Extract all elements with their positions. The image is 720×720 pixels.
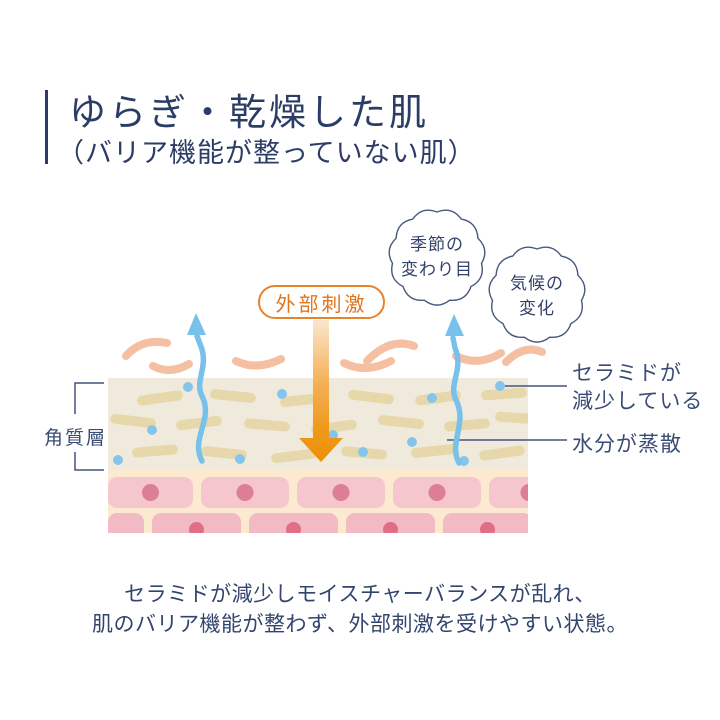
surface-flakes [122,337,546,374]
moisture-dot-icon [328,430,338,440]
surface-flake-icon [340,357,395,372]
bracket-bottom [74,452,104,471]
moisture-dot-icon [183,382,193,392]
ceramide-label-line: 減少している [572,388,704,413]
cell-nucleus [428,484,446,501]
ceramide-rod-icon [378,415,424,429]
caption-line: セラミドが減少しモイスチャーバランスが乱れ、 [124,582,596,606]
ceramide-rod-icon [110,413,156,429]
cell-nucleus [480,522,495,533]
surface-flake-icon [149,360,193,374]
ceramide-rod-icon [444,418,490,432]
cell-nucleus [142,484,159,501]
pointer-lines [447,381,567,441]
external-stimulus-label: 外部刺激 [275,293,368,316]
ceramide-rod-icon [271,448,317,464]
external-stimulus-badge: 外部刺激 [258,285,385,319]
bracket-top [74,382,104,414]
moisture-dot-icon [235,454,245,464]
skin-cells-row2 [108,513,528,533]
external-stimulus-arrow-icon [299,320,343,462]
caption-line: 肌のバリア機能が整わず、外部刺激を受けやすい状態。 [91,611,629,636]
cell-nucleus [236,484,254,501]
bubble-seasonal-change: 季節の 変わり目 [377,233,497,282]
title-accent-bar [45,90,48,164]
skin-cross-section [108,378,528,533]
bubble-line: 変化 [519,298,555,318]
page-title: ゆらぎ・乾燥した肌 [69,93,429,134]
ceramide-rod-icon [132,444,178,458]
moisture-evaporation-label: 水分が蒸散 [572,432,682,456]
skin-cell [489,477,528,508]
ceramide-rod-icon [348,389,394,405]
cell-nucleus [520,484,528,501]
stratum-corneum-label: 角質層 [44,428,108,449]
moisture-dot-icon [358,447,368,457]
surface-flake-icon [363,339,418,365]
ceramide-rod-icon [244,418,290,432]
surface-flake-icon [232,355,285,370]
bubble-line: 季節の [410,235,464,254]
ceramide-decrease-label: セラミドが 減少している [572,360,703,416]
moisture-evaporation-arrow-icon [450,335,463,466]
skin-cells-row1 [108,477,528,508]
ceramide-label-line: セラミドが [572,361,682,385]
scallop-bubble-icon-seasonal [388,209,486,306]
ceramide-rod-icon [137,390,183,406]
cell-nucleus [189,522,204,533]
ceramide-rod-icon [481,387,527,401]
ceramide-rod-icon [176,415,222,431]
ceramide-rod-icon [415,390,461,406]
evaporation-arrowhead-icon [445,314,464,336]
evaporation-arrows [194,333,463,466]
scallop-bubble-icon-climate [488,246,586,343]
moisture-dot-icon [427,393,437,403]
ceramide-anchor-dot [495,381,505,391]
surface-flake-icon [452,349,505,365]
ceramide-rod-icon [411,444,457,458]
trigger-bubbles [388,209,586,343]
surface-flake-icon [122,337,171,360]
moisture-dot-icon [113,455,123,465]
skin-cell [108,513,144,533]
moisture-evaporation-arrow-icon [194,333,209,464]
ceramide-rod-icon [201,446,247,460]
cell-nucleus [286,522,301,533]
moisture-dot-icon [277,389,287,399]
moisture-dot-icon [407,437,417,447]
evaporation-arrowhead-icon [187,313,206,335]
ceramide-rod-icon [495,411,528,425]
surface-flake-icon [502,345,546,366]
moisture-dot-icon [147,425,157,435]
moisture-dots [113,382,469,466]
bubble-climate-change: 気候の 変化 [477,272,597,321]
bubble-line: 気候の [510,274,564,293]
page-subtitle: （バリア機能が整っていない肌） [57,138,476,168]
stratum-corneum-bracket [74,382,104,471]
cell-nucleus [332,484,350,501]
ceramide-rod-icon [210,389,256,403]
ceramide-rod-icon [479,445,525,461]
ceramide-rods [110,387,528,464]
bubble-line: 変わり目 [401,259,473,279]
summary-caption: セラミドが減少しモイスチャーバランスが乱れ、 肌のバリア機能が整わず、外部刺激を… [0,580,720,640]
cell-nucleus [383,522,398,533]
